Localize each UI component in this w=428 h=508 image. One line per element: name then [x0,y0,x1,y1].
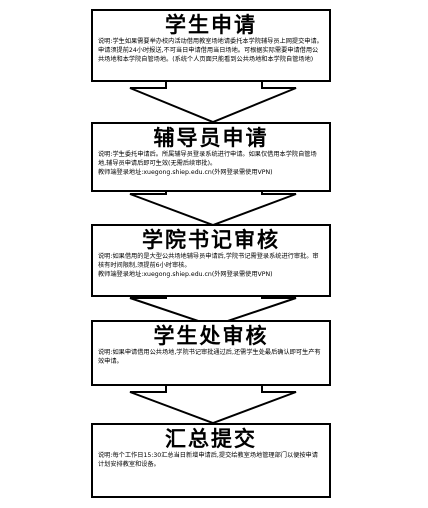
step-title: 学生处审核 [153,324,269,348]
step-description: 说明:每个工作日15:30汇总当日新增申请后,提交给教室场地管理部门以便按申请计… [98,452,318,468]
step-description: 说明:如果借用的是大型公共场地辅导员申请后,学院书记需登录系统进行审批。审核有时… [98,253,319,278]
step-description: 说明:学生委托申请后。所属辅导员登录系统进行申请。如果仅借用本学院自管场地,辅导… [98,151,317,176]
step-box-student-apply: 学生申请 说明:学生如果需要举办校内活动借用教室场地请委托本学院辅导员上网提交申… [91,9,331,82]
step-box-secretary-review: 学院书记审核 说明:如果借用的是大型公共场地辅导员申请后,学院书记需登录系统进行… [91,224,331,297]
step-title: 辅导员申请 [153,126,269,150]
step-box-summary-submit: 汇总提交 说明:每个工作日15:30汇总当日新增申请后,提交给教室场地管理部门以… [91,423,331,498]
step-box-counselor-apply: 辅导员申请 说明:学生委托申请后。所属辅导员登录系统进行申请。如果仅借用本学院自… [91,122,331,192]
step-title: 学生申请 [165,13,257,37]
step-title: 汇总提交 [165,427,257,451]
step-title: 学院书记审核 [142,228,280,252]
step-description: 说明:学生如果需要举办校内活动借用教室场地请委托本学院辅导员上网提交申请。申请须… [98,38,323,63]
step-box-student-office-review: 学生处审核 说明:如果申请借用公共场地,学院书记审批通过后,还需学生处最后确认即… [91,320,331,386]
step-description: 说明:如果申请借用公共场地,学院书记审批通过后,还需学生处最后确认即可生产有效申… [98,349,321,365]
